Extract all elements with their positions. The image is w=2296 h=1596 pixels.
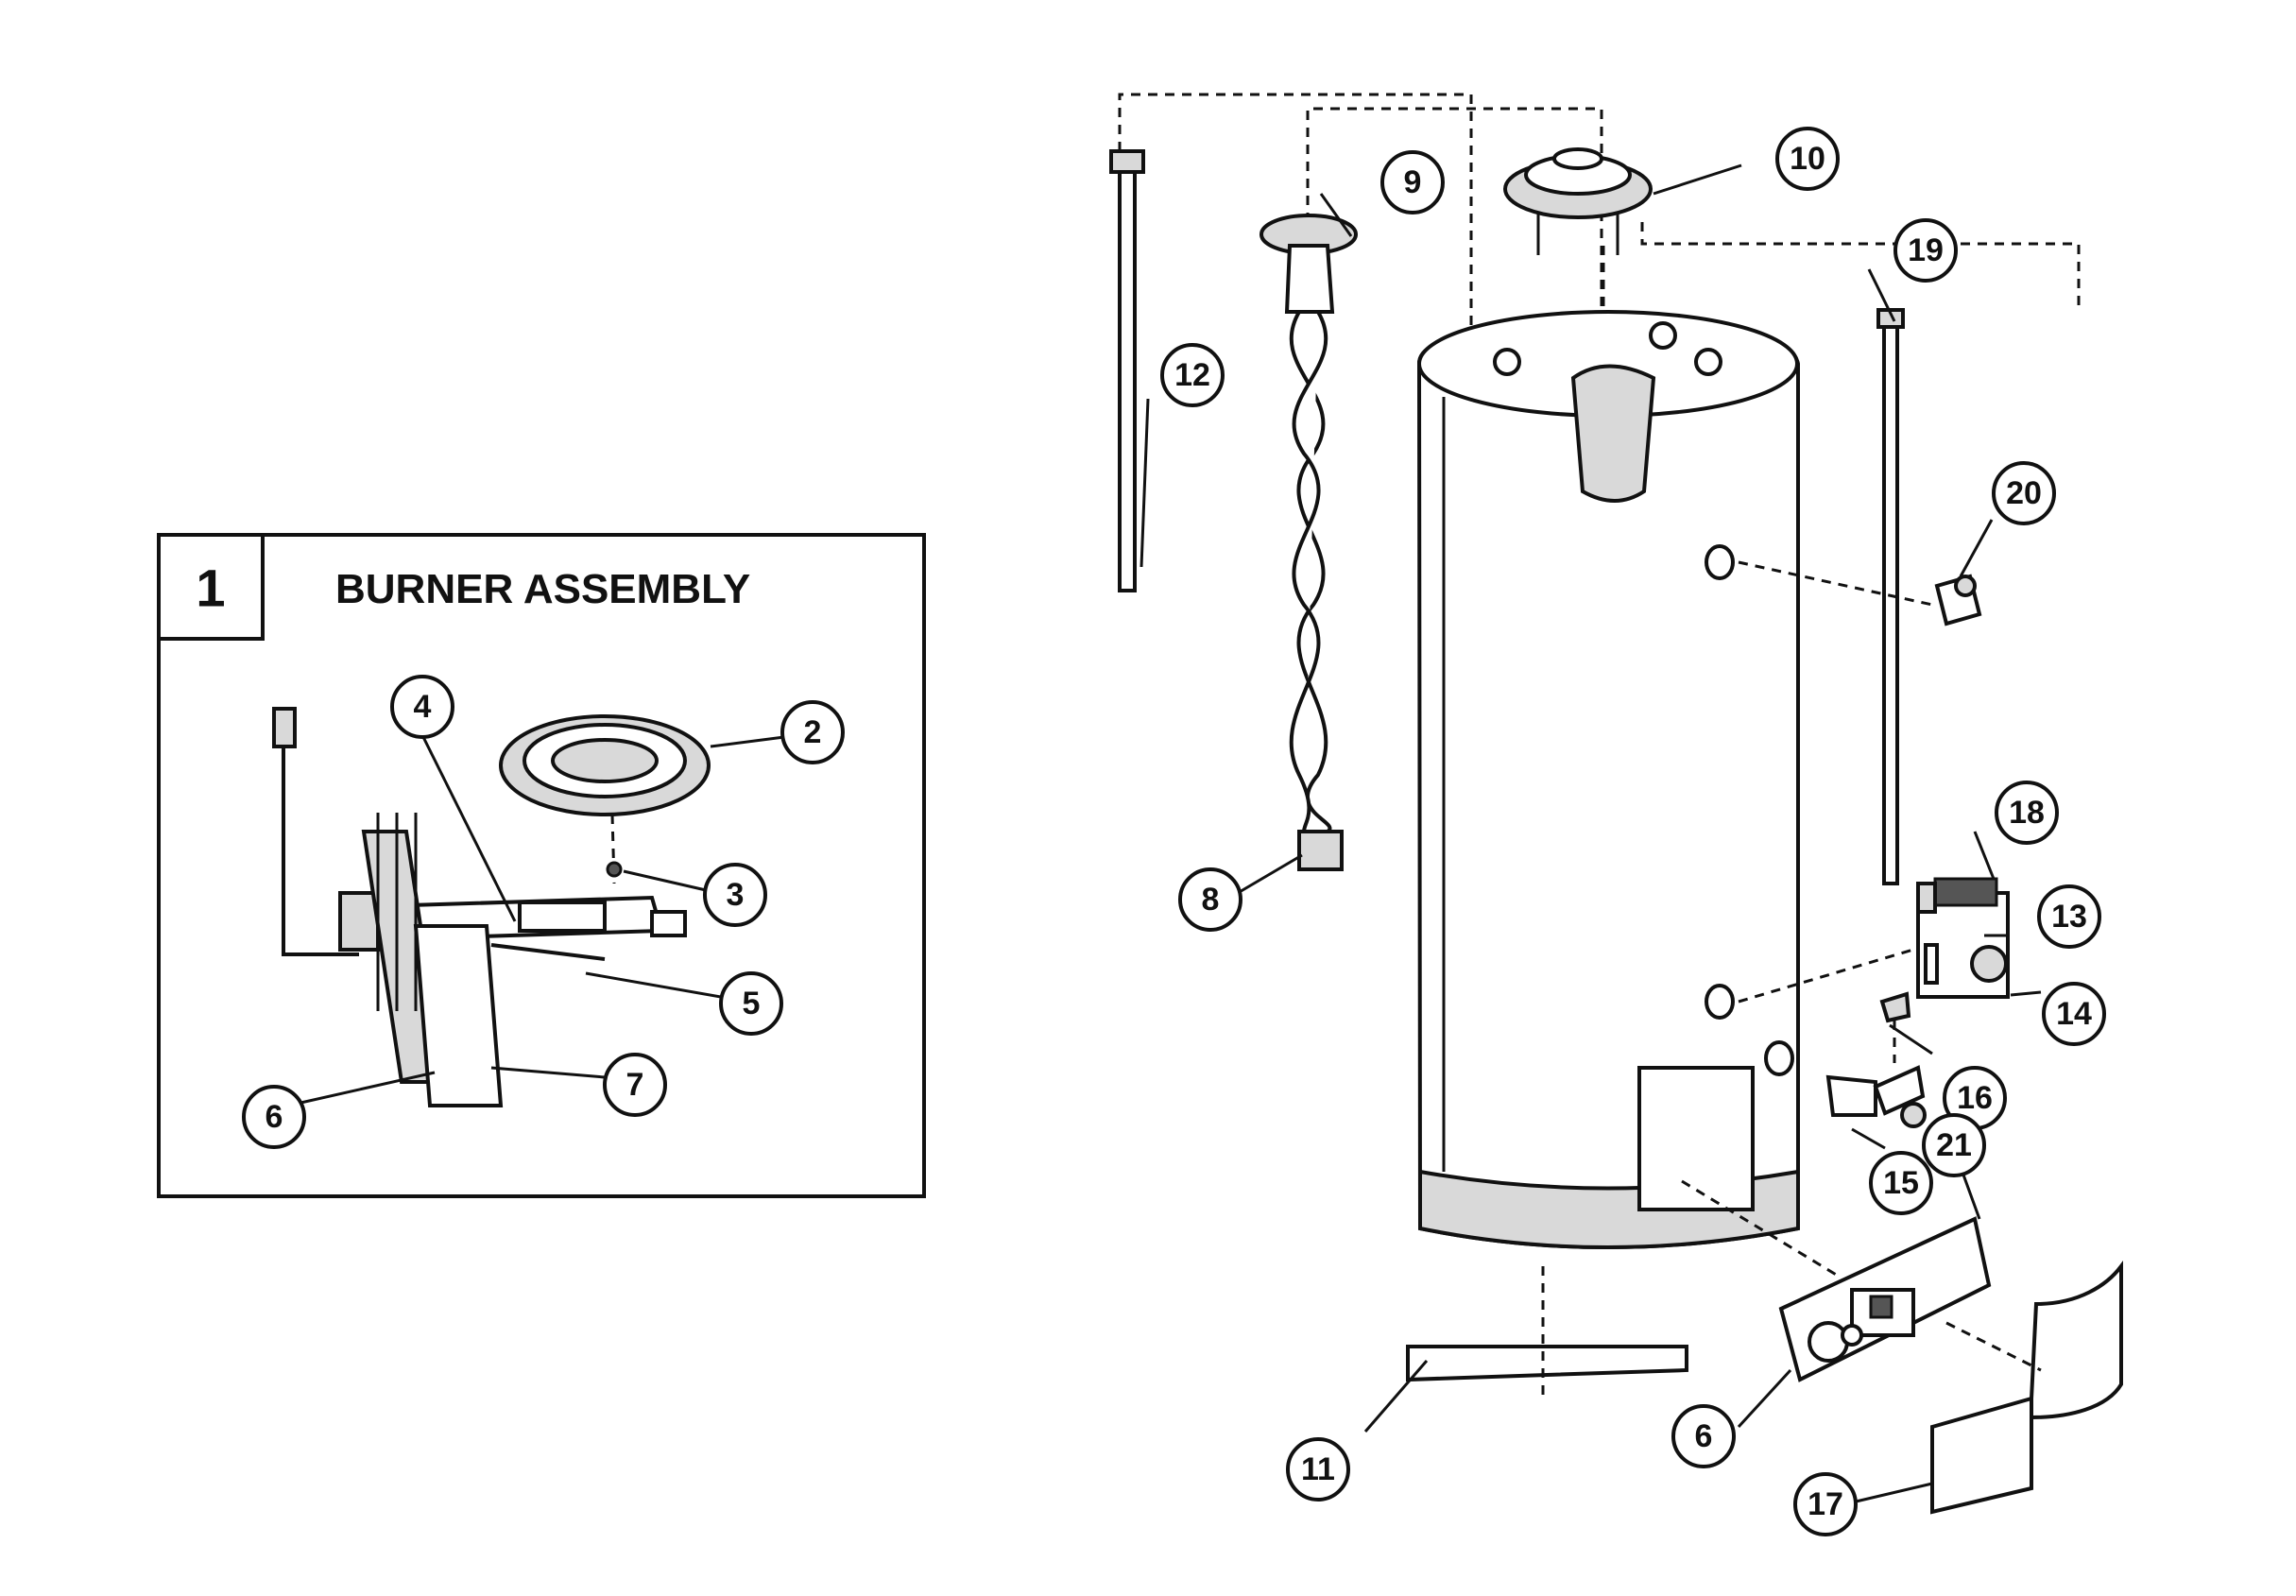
svg-text:13: 13 bbox=[2051, 899, 2087, 935]
svg-text:2: 2 bbox=[804, 714, 822, 750]
svg-text:11: 11 bbox=[1301, 1451, 1335, 1487]
svg-text:7: 7 bbox=[626, 1067, 644, 1103]
dip-tube-part bbox=[1876, 308, 1905, 885]
svg-text:19: 19 bbox=[1908, 232, 1944, 268]
flue-baffle-part bbox=[1259, 214, 1358, 871]
svg-text:9: 9 bbox=[1404, 164, 1422, 200]
svg-text:18: 18 bbox=[2009, 795, 2045, 831]
callout-18: 18 bbox=[1995, 781, 2059, 845]
callout-10: 10 bbox=[1775, 127, 1840, 191]
callout-16: 16 bbox=[1943, 1066, 2007, 1130]
callout-20: 20 bbox=[1992, 461, 2056, 525]
svg-text:6: 6 bbox=[1695, 1418, 1713, 1454]
svg-text:17: 17 bbox=[1808, 1486, 1843, 1522]
callout-19: 19 bbox=[1893, 218, 1958, 283]
inset-number-box bbox=[157, 533, 265, 641]
inset-title: BURNER ASSEMBLY bbox=[335, 566, 750, 612]
burner-part bbox=[499, 714, 711, 816]
svg-text:14: 14 bbox=[2056, 996, 2092, 1032]
svg-text:12: 12 bbox=[1174, 357, 1210, 393]
callout-6-inset: 6 bbox=[242, 1085, 306, 1149]
svg-text:16: 16 bbox=[1957, 1080, 1993, 1116]
svg-text:15: 15 bbox=[1883, 1165, 1919, 1201]
callout-8: 8 bbox=[1178, 867, 1242, 932]
callout-2: 2 bbox=[780, 700, 845, 764]
exploded-view: 8 9 10 11 12 13 14 15 16 17 18 19 20 21 … bbox=[1109, 93, 2123, 1536]
door-gasket-part bbox=[361, 813, 504, 1107]
tank-body bbox=[1416, 310, 1800, 1249]
svg-text:3: 3 bbox=[727, 877, 745, 913]
callout-5: 5 bbox=[719, 971, 783, 1036]
svg-text:10: 10 bbox=[1790, 141, 1825, 177]
burner-assembly-inset: 1 BURNER ASSEMBLY bbox=[157, 533, 926, 1198]
callout-13: 13 bbox=[2037, 884, 2101, 949]
flue-hood-part bbox=[1503, 147, 1653, 255]
callout-21: 21 bbox=[1922, 1113, 1986, 1177]
inset-number: 1 bbox=[196, 558, 225, 618]
callout-14: 14 bbox=[2042, 982, 2106, 1046]
callout-3: 3 bbox=[703, 863, 767, 927]
shield-part bbox=[1930, 1261, 2123, 1515]
svg-text:20: 20 bbox=[2006, 475, 2042, 511]
jacket-bracket-part bbox=[1406, 1266, 1688, 1399]
callout-9: 9 bbox=[1380, 150, 1445, 215]
drain-valve-part bbox=[1825, 991, 1927, 1128]
svg-text:21: 21 bbox=[1936, 1127, 1972, 1163]
gas-control-part bbox=[1738, 877, 2010, 1004]
callout-12: 12 bbox=[1160, 343, 1225, 407]
tp-valve-part bbox=[1738, 560, 1982, 626]
callout-7: 7 bbox=[603, 1053, 667, 1117]
svg-text:8: 8 bbox=[1202, 882, 1220, 918]
svg-text:5: 5 bbox=[743, 986, 761, 1021]
callout-17: 17 bbox=[1793, 1472, 1858, 1536]
svg-text:4: 4 bbox=[414, 689, 432, 725]
callout-15: 15 bbox=[1869, 1151, 1933, 1215]
outer-door-part bbox=[1681, 1179, 1992, 1382]
anode-rod-part bbox=[1109, 149, 1145, 592]
callout-6-main: 6 bbox=[1671, 1404, 1736, 1468]
svg-text:6: 6 bbox=[266, 1099, 283, 1135]
callout-11: 11 bbox=[1286, 1437, 1350, 1502]
callout-4: 4 bbox=[390, 675, 454, 739]
